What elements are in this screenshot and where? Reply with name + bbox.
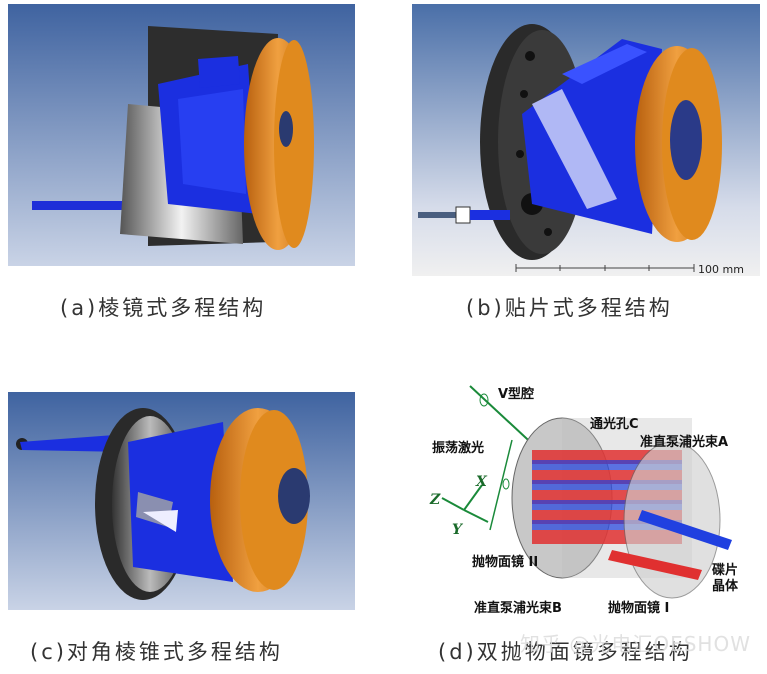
label-disk-crystal-2: 晶体 — [712, 578, 739, 594]
panel-c-image — [8, 392, 355, 610]
patch-multipass-render: 100 mm — [412, 4, 760, 276]
axis-z-label: Z — [429, 492, 441, 508]
coordinate-axes — [441, 484, 489, 523]
dual-parabolic-mirror-diagram: X Z Y V型腔 振荡激光 通光孔C 准直泵浦光束A 抛物面镜 II 准直泵浦… — [412, 380, 760, 620]
v-cavity-marker — [479, 393, 489, 407]
diagonal-pyramid-multipass-render — [8, 392, 355, 610]
caption-a: (a)棱镜式多程结构 — [60, 296, 267, 320]
label-mirror-2: 抛物面镜 II — [472, 554, 538, 570]
label-through-hole: 通光孔C — [590, 416, 639, 432]
scale-bar-label: 100 mm — [698, 263, 744, 276]
caption-b: (b)贴片式多程结构 — [466, 296, 673, 320]
axis-y-label: Y — [452, 522, 464, 538]
panel-b-image: 100 mm — [412, 4, 760, 276]
watermark: 知乎 @光电汇OESHOW — [520, 632, 751, 656]
label-disk-crystal-1: 碟片 — [712, 562, 738, 578]
panel-d-diagram: X Z Y V型腔 振荡激光 通光孔C 准直泵浦光束A 抛物面镜 II 准直泵浦… — [412, 380, 760, 620]
label-pump-a: 准直泵浦光束A — [640, 434, 728, 450]
label-mirror-1: 抛物面镜 I — [608, 600, 669, 616]
caption-d: (d)双抛物面镜多程结构 — [438, 640, 693, 664]
axis-x-label: X — [475, 474, 488, 490]
label-v-cavity: V型腔 — [498, 386, 534, 402]
label-osc-laser: 振荡激光 — [432, 440, 484, 456]
panel-a-image — [8, 4, 355, 266]
label-pump-b: 准直泵浦光束B — [474, 600, 562, 616]
caption-c: (c)对角棱锥式多程结构 — [30, 640, 283, 664]
prism-multipass-render — [8, 4, 355, 266]
